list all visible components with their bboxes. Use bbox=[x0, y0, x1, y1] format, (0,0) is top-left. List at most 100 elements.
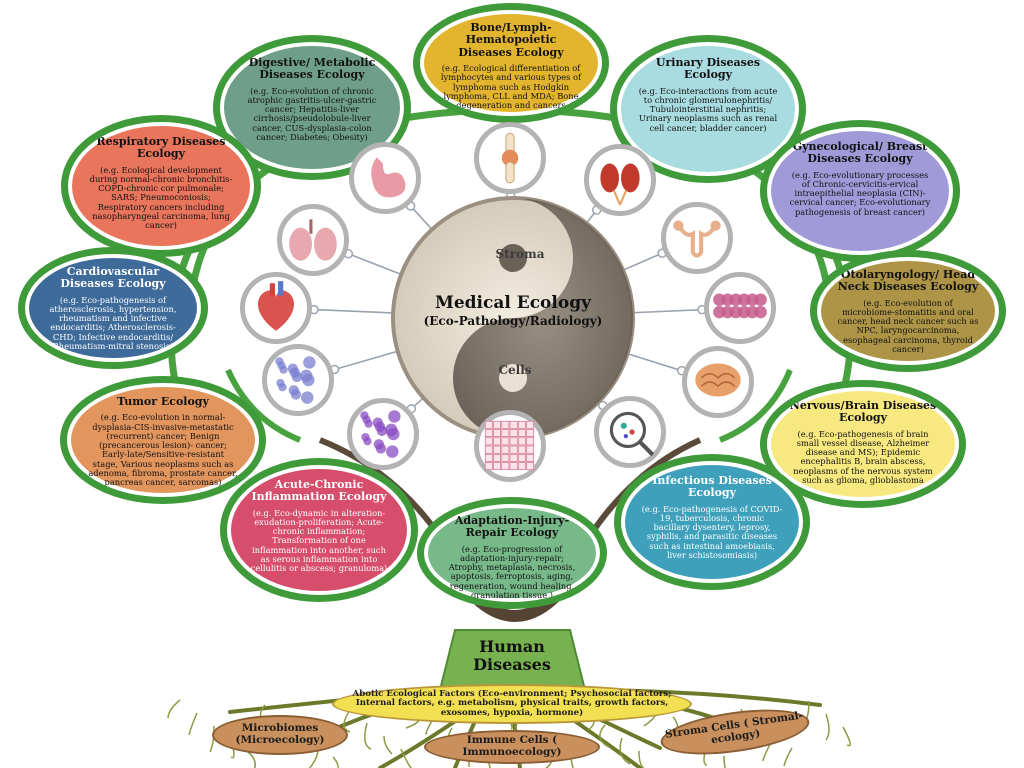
category-card: Cardiovascular Diseases Ecology (e.g. Eco… bbox=[18, 247, 208, 369]
category-description: (e.g. Eco-dynamic in alteration-exudatio… bbox=[250, 507, 388, 574]
organ-illustration bbox=[484, 420, 535, 471]
category-description: (e.g. Eco-evolutionary processes of Chro… bbox=[789, 169, 931, 217]
organ-illustration bbox=[371, 157, 406, 198]
category-description: (e.g. Ecological development during norm… bbox=[89, 164, 233, 231]
category-card: Tumor Ecology (e.g. Eco-evolution in norm… bbox=[60, 376, 266, 504]
tumor-cells-icon bbox=[262, 344, 334, 416]
spoke-line bbox=[313, 308, 396, 314]
rootlet bbox=[599, 724, 610, 748]
category-title: Otolaryngology/ Head Neck Diseases Ecolo… bbox=[837, 268, 979, 294]
category-card-fill bbox=[29, 258, 197, 358]
rootlet bbox=[842, 726, 851, 747]
category-card-fill bbox=[424, 14, 598, 112]
category-card: Infectious Diseases Ecology (e.g. Eco-pat… bbox=[614, 454, 810, 590]
rootlet bbox=[723, 755, 726, 768]
category-description: (e.g. Eco-progression of adaptation-inju… bbox=[448, 543, 576, 601]
organ-illustration bbox=[289, 219, 337, 261]
cells-label: Cells bbox=[498, 363, 532, 377]
category-description: (e.g. Eco-evolution of microbiome-stomat… bbox=[837, 297, 979, 355]
spoke-line bbox=[410, 205, 434, 232]
category-title: Urinary Diseases Ecology bbox=[655, 56, 761, 82]
spoke-line bbox=[625, 352, 682, 372]
organ-illustration bbox=[360, 410, 401, 458]
category-card-fill bbox=[71, 387, 255, 493]
spoke-line bbox=[630, 308, 703, 314]
inflammation-cells-icon bbox=[347, 398, 419, 470]
organ-illustration bbox=[501, 132, 519, 184]
spoke-line bbox=[348, 253, 404, 276]
rootlet bbox=[188, 712, 198, 736]
bone-joint-icon bbox=[474, 122, 546, 194]
rootlet bbox=[783, 747, 793, 767]
category-card: Adaptation-Injury-Repair Ecology (e.g. Ec… bbox=[417, 497, 607, 609]
organ-illustration bbox=[600, 163, 640, 206]
medical-ecology-center bbox=[391, 196, 635, 440]
category-title: Adaptation-Injury-Repair Ecology bbox=[454, 514, 570, 540]
category-title: Cardiovascular Diseases Ecology bbox=[60, 265, 166, 291]
category-description: (e.g. Eco-pathogenesis of atherosclerosi… bbox=[49, 294, 177, 352]
rootlet bbox=[332, 756, 339, 768]
microbiomes-pill: Microbiomes (Microecology) bbox=[212, 715, 348, 755]
organ-illustration bbox=[695, 363, 741, 397]
heart-icon bbox=[240, 272, 312, 344]
category-card-fill bbox=[428, 508, 596, 598]
rootlet bbox=[383, 735, 393, 755]
rootlet bbox=[619, 737, 631, 765]
kidney-icon bbox=[584, 144, 656, 216]
category-title: Gynecological/ Breast Diseases Ecology bbox=[792, 140, 928, 166]
organ-illustration bbox=[609, 411, 655, 457]
spoke-line bbox=[334, 349, 400, 371]
category-description: (e.g. Eco-pathogenesis of COVID-19, tube… bbox=[641, 503, 783, 561]
spoke-line bbox=[620, 252, 663, 272]
category-card-fill bbox=[72, 126, 250, 246]
stroma-label: Stroma bbox=[495, 247, 545, 261]
rootlet bbox=[825, 713, 830, 741]
immune-cells-pill: Immune Cells ( Immunoecology) bbox=[424, 730, 600, 764]
category-title: Infectious Diseases Ecology bbox=[652, 474, 772, 500]
category-title: Tumor Ecology bbox=[117, 395, 209, 408]
abiotic-factors-pill: Abotic Ecological Factors (Eco-environme… bbox=[332, 684, 692, 724]
category-card: Acute-Chronic Inflammation Ecology(e.g. … bbox=[220, 458, 418, 602]
category-description: (e.g. Eco-evolution of chronic atrophic … bbox=[247, 85, 377, 143]
category-title: Nervous/Brain Diseases Ecology bbox=[789, 399, 937, 425]
category-card: Otolaryngology/ Head Neck Diseases Ecolo… bbox=[810, 250, 1006, 372]
twig bbox=[225, 368, 302, 443]
category-card-fill bbox=[821, 261, 995, 361]
lungs-icon bbox=[277, 204, 349, 276]
center-subtitle: (Eco-Pathology/Radiology) bbox=[423, 314, 603, 328]
category-card: Gynecological/ Breast Diseases Ecology (e… bbox=[760, 120, 960, 262]
tissue-grid-icon bbox=[474, 410, 546, 482]
stomach-icon bbox=[349, 142, 421, 214]
rootlet bbox=[247, 751, 256, 768]
brain-icon bbox=[682, 346, 754, 418]
organ-illustration bbox=[673, 220, 721, 258]
category-title: Bone/Lymph-Hematopoietic Diseases Ecolog… bbox=[458, 21, 564, 59]
twig bbox=[718, 368, 793, 443]
rootlet bbox=[570, 758, 574, 768]
category-title: Respiratory Diseases Ecology bbox=[96, 135, 226, 161]
category-description: (e.g. Eco-pathogenesis of brain small ve… bbox=[793, 428, 933, 486]
organ-illustration bbox=[275, 356, 316, 404]
category-card-fill bbox=[625, 465, 799, 579]
microbe-magnifier-icon bbox=[594, 396, 666, 468]
rootlet bbox=[167, 699, 181, 719]
trunk-label: Human Diseases bbox=[473, 637, 551, 675]
organ-illustration bbox=[257, 281, 295, 331]
category-description: (e.g. Ecological differentiation of lymp… bbox=[440, 62, 582, 111]
uterus-icon bbox=[661, 202, 733, 274]
center-title: Medical Ecology bbox=[435, 293, 591, 313]
category-description: (e.g. Eco-evolution in normal-dysplasia-… bbox=[88, 412, 238, 488]
category-card-fill bbox=[771, 131, 949, 251]
category-card-fill bbox=[771, 391, 955, 497]
category-card: Bone/Lymph-Hematopoietic Diseases Ecolog… bbox=[413, 3, 609, 123]
category-title: Digestive/ Metabolic Diseases Ecology bbox=[248, 56, 376, 82]
rootlet bbox=[400, 748, 412, 768]
category-card-fill bbox=[621, 46, 795, 172]
category-card-fill bbox=[231, 469, 407, 591]
thyroid-icon bbox=[704, 272, 776, 344]
rootlet bbox=[364, 722, 372, 750]
category-description: (e.g. Eco-interactions from acute to chr… bbox=[638, 85, 778, 133]
organ-illustration bbox=[713, 293, 767, 319]
category-card: Respiratory Diseases Ecology (e.g. Ecolog… bbox=[61, 115, 261, 257]
